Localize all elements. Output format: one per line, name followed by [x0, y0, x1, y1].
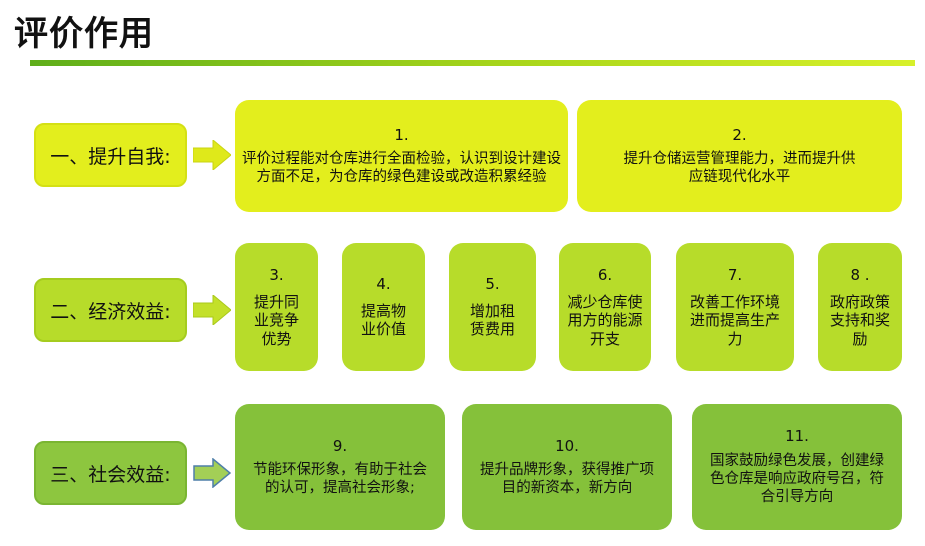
- item-box-8: 8 . 政府政策支持和奖励: [818, 243, 902, 371]
- item-text: 减少仓库使用方的能源开支: [567, 292, 643, 348]
- item-number: 7.: [727, 266, 743, 285]
- item-box-1: 1. 评价过程能对仓库进行全面检验，认识到设计建设方面不足，为仓库的绿色建设或改…: [235, 100, 568, 212]
- item-number: 1.: [394, 125, 409, 144]
- item-box-4: 4. 提高物业价值: [342, 243, 425, 371]
- item-number: 8 .: [850, 266, 870, 285]
- item-number: 10.: [555, 436, 579, 455]
- item-number: 9.: [332, 436, 348, 455]
- item-number: 6.: [597, 266, 613, 285]
- item-number: 5.: [485, 275, 500, 294]
- item-text: 节能环保形象，有助于社会的认可，提高社会形象;: [253, 462, 427, 497]
- item-text: 评价过程能对仓库进行全面检验，认识到设计建设方面不足，为仓库的绿色建设或改造积累…: [242, 151, 561, 186]
- row-label-social-benefit: 三、社会效益:: [34, 441, 187, 505]
- item-box-5: 5. 增加租赁费用: [449, 243, 536, 371]
- row-label-economic-benefit: 二、经济效益:: [34, 278, 187, 342]
- arrow-right-outline-icon: [193, 458, 231, 488]
- item-text: 政府政策支持和奖励: [830, 292, 891, 348]
- item-box-3: 3. 提升同业竞争优势: [235, 243, 318, 371]
- item-number: 4.: [376, 275, 391, 294]
- row-label-self-improvement: 一、提升自我:: [34, 123, 187, 187]
- item-box-9: 9. 节能环保形象，有助于社会的认可，提高社会形象;: [235, 404, 445, 530]
- item-box-10: 10. 提升品牌形象，获得推广项目的新资本，新方向: [462, 404, 672, 530]
- item-box-2: 2. 提升仓储运营管理能力，进而提升供应链现代化水平: [577, 100, 902, 212]
- item-text: 增加租赁费用: [469, 302, 515, 339]
- item-number: 3.: [269, 266, 284, 285]
- page-title: 评价作用: [14, 14, 154, 54]
- arrow-right-icon: [193, 295, 231, 325]
- title-underline: [30, 60, 915, 66]
- item-text: 改善工作环境进而提高生产力: [689, 292, 780, 348]
- item-number: 2.: [732, 125, 747, 144]
- item-text: 国家鼓励绿色发展，创建绿色仓库是响应政府号召，符合引导方向: [710, 453, 884, 506]
- item-number: 11.: [785, 427, 809, 446]
- item-text: 提升仓储运营管理能力，进而提升供应链现代化水平: [623, 151, 856, 186]
- item-text: 提升同业竞争优势: [253, 292, 299, 348]
- item-box-11: 11. 国家鼓励绿色发展，创建绿色仓库是响应政府号召，符合引导方向: [692, 404, 902, 530]
- item-text: 提升品牌形象，获得推广项目的新资本，新方向: [480, 462, 654, 497]
- item-box-7: 7. 改善工作环境进而提高生产力: [676, 243, 794, 371]
- item-text: 提高物业价值: [360, 302, 406, 339]
- arrow-right-icon: [193, 140, 231, 170]
- item-box-6: 6. 减少仓库使用方的能源开支: [559, 243, 651, 371]
